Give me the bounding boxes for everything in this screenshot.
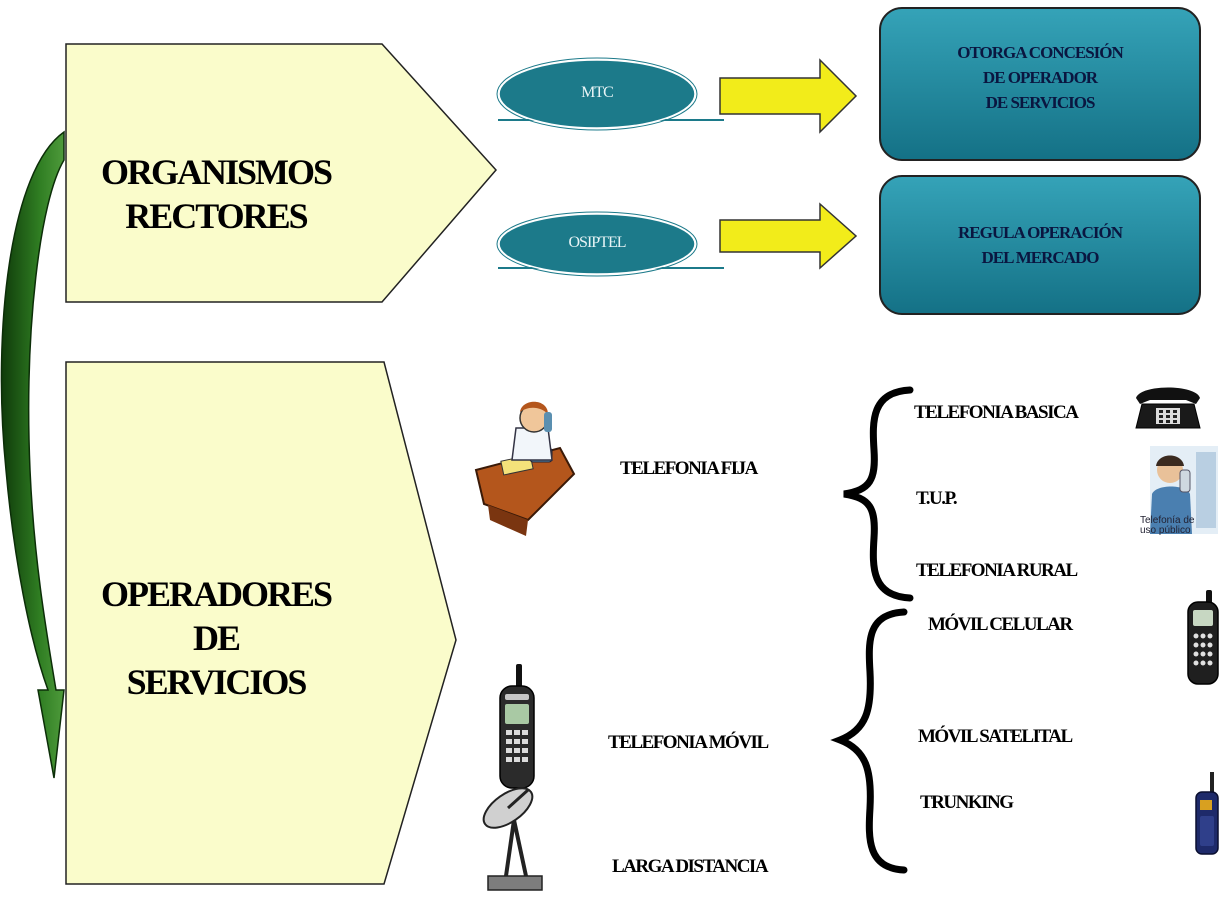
top-group-label: ORGANISMOS RECTORES xyxy=(86,150,346,238)
bottom-pentagon xyxy=(65,361,457,885)
arrow-osiptel xyxy=(719,202,858,270)
mobile-phone-icon xyxy=(499,664,535,789)
role-2-line2: DEL MERCADO xyxy=(981,248,1100,267)
public-phone-photo-icon xyxy=(1150,446,1218,534)
fija-type-tup: T.U.P. xyxy=(916,488,958,509)
cell-phone-icon xyxy=(1187,590,1219,685)
service-larga-distancia: LARGA DISTANCIA xyxy=(612,856,769,877)
role-box-1 xyxy=(879,7,1201,161)
brace-movil xyxy=(830,608,908,874)
bottom-group-label: OPERADORES DE SERVICIOS xyxy=(86,572,346,704)
mtc-label: MTC xyxy=(581,84,614,101)
tup-caption-line1: Telefonía de xyxy=(1140,515,1195,526)
role-1-line1: OTORGA CONCESIÓN xyxy=(957,43,1124,62)
top-group-label-line2: RECTORES xyxy=(125,196,308,236)
tup-caption-line2: uso público xyxy=(1140,525,1191,536)
tup-caption: Telefonía de uso público xyxy=(1140,516,1222,536)
satellite-dish-icon xyxy=(482,787,543,891)
role-1-line3: DE SERVICIOS xyxy=(985,93,1096,112)
movil-type-celular: MÓVIL CELULAR xyxy=(928,614,1073,635)
desk-telephone-icon xyxy=(1135,387,1201,429)
top-pentagon xyxy=(65,43,498,303)
desk-phone-person-icon xyxy=(474,401,576,536)
bottom-group-label-line3: SERVICIOS xyxy=(126,662,308,702)
movil-type-trunking: TRUNKING xyxy=(920,792,1014,813)
role-1-line2: DE OPERADOR xyxy=(982,68,1098,87)
fija-type-rural: TELEFONIA RURAL xyxy=(916,560,1078,581)
bottom-group-label-line2: DE xyxy=(192,618,241,658)
service-movil: TELEFONIA MÓVIL xyxy=(608,732,769,753)
bottom-group-label-line1: OPERADORES xyxy=(100,574,333,614)
service-fija: TELEFONIA FIJA xyxy=(620,458,758,479)
role-2-line1: REGULA OPERACIÓN xyxy=(958,223,1123,242)
top-group-label-line1: ORGANISMOS xyxy=(100,152,333,192)
role-box-2 xyxy=(879,175,1201,315)
osiptel-label: OSIPTEL xyxy=(568,234,627,251)
role-box-1-text: OTORGA CONCESIÓN DE OPERADOR DE SERVICIO… xyxy=(884,40,1196,115)
fija-type-basica: TELEFONIA BASICA xyxy=(914,402,1079,423)
role-box-2-text: REGULA OPERACIÓN DEL MERCADO xyxy=(884,220,1196,270)
osiptel-oval xyxy=(498,213,696,275)
arrow-mtc xyxy=(719,58,858,134)
curved-connector-arrow xyxy=(0,130,65,779)
movil-type-satelital: MÓVIL SATELITAL xyxy=(918,726,1073,747)
walkie-talkie-icon xyxy=(1195,772,1219,855)
brace-fija xyxy=(843,386,914,602)
mtc-oval xyxy=(498,59,696,129)
